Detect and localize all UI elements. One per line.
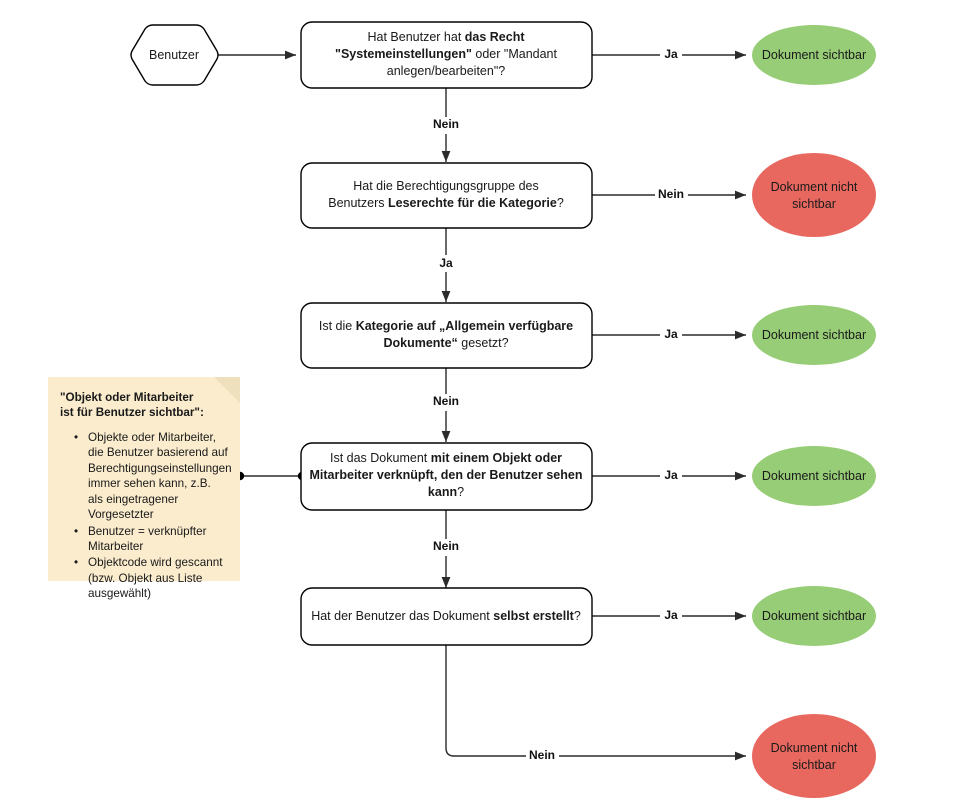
edge-label-bg-d2-yes	[436, 255, 458, 272]
edge-label-d1-yes: Ja	[664, 47, 678, 61]
decision-1-line-3: anlegen/bearbeiten"?	[387, 64, 505, 78]
terminal-6-label-line-1: Dokument nicht	[771, 741, 858, 755]
edge-d5-no	[445, 645, 746, 761]
annotation-note: "Objekt oder Mitarbeiter ist für Benutze…	[48, 377, 240, 600]
note-fold-corner	[214, 377, 240, 403]
decision-4-line-1: Ist das Dokument mit einem Objekt oder	[330, 451, 562, 465]
decision-4-line-2: Mitarbeiter verknüpft, den der Benutzer …	[310, 468, 583, 482]
terminal-2-label-line-1: Dokument nicht	[771, 180, 858, 194]
decision-1-line-1: Hat Benutzer hat das Recht	[367, 30, 525, 44]
edge-label-d4-yes: Ja	[664, 468, 678, 482]
edge-label-d4-no: Nein	[433, 539, 459, 553]
terminal-3-label: Dokument sichtbar	[762, 328, 866, 342]
edge-label-d2-yes: Ja	[439, 256, 453, 270]
note-bullet-3: Objektcode wird gescannt (bzw. Objekt au…	[74, 555, 228, 601]
terminal-5-label: Dokument sichtbar	[762, 609, 866, 623]
decision-box-5[interactable]	[300, 587, 593, 646]
terminal-1-visible[interactable]	[752, 25, 876, 85]
terminal-1-label: Dokument sichtbar	[762, 48, 866, 62]
decision-box-3[interactable]	[300, 302, 593, 369]
decision-3-line-2: Dokumente“ gesetzt?	[383, 336, 508, 350]
edge-label-bg-d3-no	[430, 394, 463, 411]
terminal-5-visible[interactable]	[752, 586, 876, 646]
note-title-line-1: "Objekt oder Mitarbeiter	[60, 391, 194, 404]
note-content: "Objekt oder Mitarbeiter ist für Benutze…	[48, 377, 240, 613]
edge-label-d3-yes: Ja	[664, 327, 678, 341]
edge-label-d3-no: Nein	[433, 394, 459, 408]
note-bullet-1: Objekte oder Mitarbeiter, die Benutzer b…	[74, 430, 232, 523]
edge-label-bg-d5-yes	[660, 607, 682, 624]
start-node[interactable]	[130, 24, 219, 86]
edge-label-d1-no: Nein	[433, 117, 459, 131]
note-bullet-2: Benutzer = verknüpfter Mitarbeiter	[74, 524, 228, 555]
terminal-3-visible[interactable]	[752, 305, 876, 365]
terminal-4-label: Dokument sichtbar	[762, 469, 866, 483]
edge-label-bg-d4-yes	[660, 467, 682, 484]
decision-1-line-2: "Systemeinstellungen" oder "Mandant	[335, 47, 557, 61]
terminal-4-visible[interactable]	[752, 446, 876, 506]
terminal-2-label-line-2: sichtbar	[792, 197, 836, 211]
decision-box-1[interactable]	[300, 21, 593, 89]
edge-label-bg-d3-yes	[660, 327, 682, 344]
edge-label-bg-d1-no	[430, 117, 463, 134]
decision-box-4[interactable]	[300, 442, 593, 511]
decision-2-line-2: Benutzers Leserechte für die Kategorie?	[328, 196, 564, 210]
start-node-label: Benutzer	[149, 48, 199, 62]
terminal-6-not-visible[interactable]	[752, 714, 876, 798]
terminal-2-not-visible[interactable]	[752, 153, 876, 237]
decision-box-2[interactable]	[300, 162, 593, 229]
decision-4-line-3: kann?	[428, 485, 464, 499]
decision-3-line-1: Ist die Kategorie auf „Allgemein verfügb…	[319, 319, 573, 333]
edge-label-d2-no: Nein	[658, 187, 684, 201]
edge-label-bg-d2-no	[655, 186, 688, 203]
edge-label-d5-yes: Ja	[664, 608, 678, 622]
edge-label-d5-no: Nein	[529, 748, 555, 762]
terminal-6-label-line-2: sichtbar	[792, 758, 836, 772]
decision-2-line-1: Hat die Berechtigungsgruppe des	[353, 179, 539, 193]
edge-label-bg-d5-no	[526, 747, 559, 764]
note-title-line-2: ist für Benutzer sichtbar":	[60, 406, 204, 420]
edge-label-bg-d4-no	[430, 539, 463, 556]
edge-label-bg-d1-yes	[660, 46, 682, 63]
decision-5-line-1: Hat der Benutzer das Dokument selbst ers…	[311, 609, 581, 623]
note-title: "Objekt oder Mitarbeiter ist für Benutze…	[60, 390, 210, 421]
note-bullet-list: Objekte oder Mitarbeiter, die Benutzer b…	[60, 430, 232, 602]
